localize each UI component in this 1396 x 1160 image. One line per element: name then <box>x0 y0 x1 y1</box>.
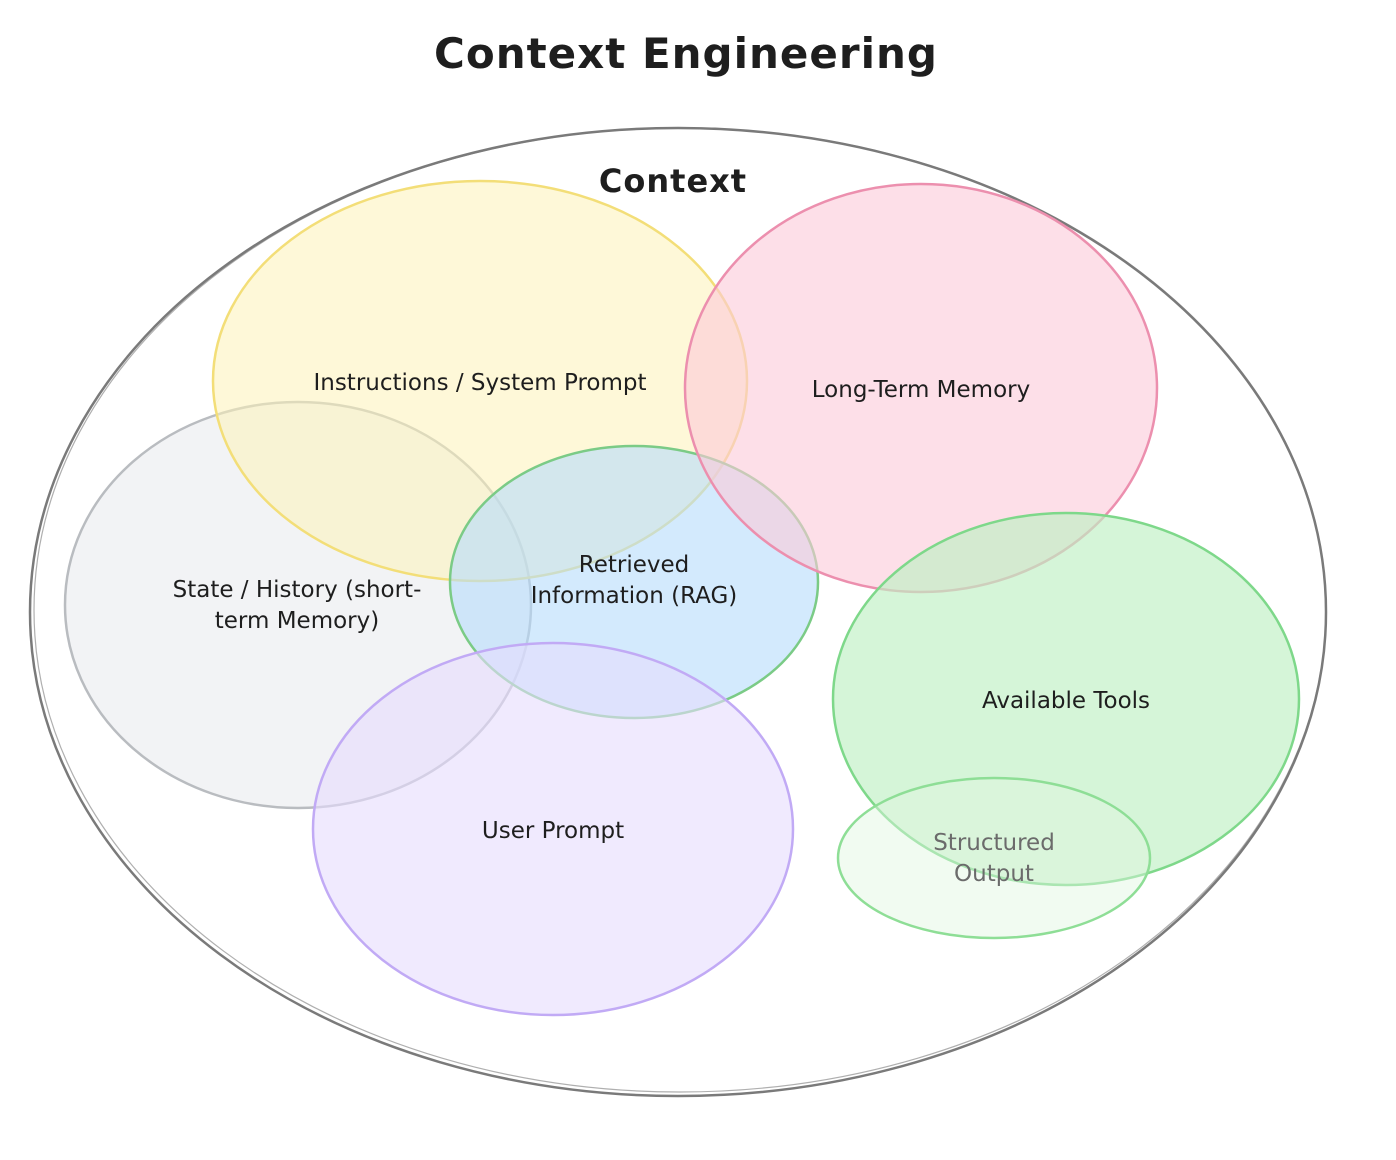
label-state-history-line-1: State / History (short- <box>173 577 422 603</box>
diagram-title: Context Engineering <box>434 29 938 78</box>
set-available-tools-shape <box>831 511 1301 887</box>
context-container <box>28 126 1328 1098</box>
label-user-prompt: User Prompt <box>482 818 624 844</box>
label-available-tools: Available Tools <box>982 688 1150 714</box>
context-label: Context <box>599 162 747 200</box>
label-structured-output-line-2: Output <box>954 861 1034 887</box>
label-long-term-memory: Long-Term Memory <box>812 377 1030 403</box>
set-structured-output <box>836 776 1152 940</box>
set-user-prompt <box>311 641 795 1017</box>
set-structured-output-shape <box>836 776 1152 940</box>
label-retrieved-information-line-2: Information (RAG) <box>531 583 738 609</box>
set-available-tools <box>831 511 1301 887</box>
label-instructions: Instructions / System Prompt <box>313 370 646 396</box>
set-user-prompt-shape <box>311 641 795 1017</box>
label-structured-output-line-1: Structured <box>933 830 1055 856</box>
label-state-history-line-2: term Memory) <box>215 608 379 634</box>
label-retrieved-information-line-1: Retrieved <box>579 552 689 578</box>
context-container-outline-sketch <box>33 127 1327 1093</box>
